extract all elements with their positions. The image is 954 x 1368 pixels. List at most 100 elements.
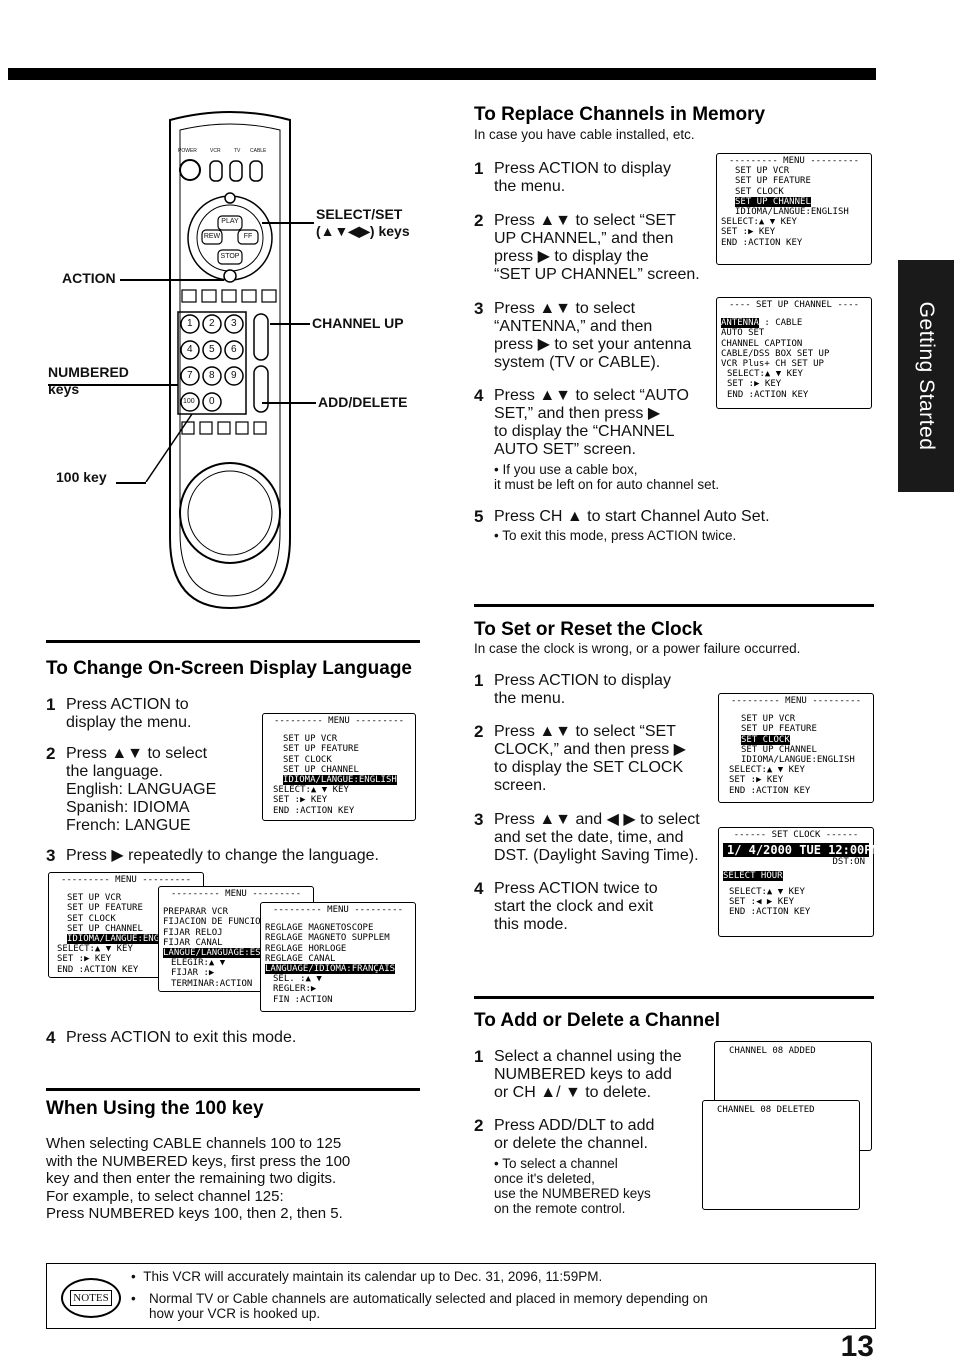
remote-top-key-vcr: VCR (210, 148, 221, 154)
screen-header: ---- SET UP CHANNEL ---- (728, 300, 860, 310)
menu-line-set-clock-selected: SET CLOCK (741, 734, 790, 745)
clock-line-set: SET :◀ ▶ KEY (729, 897, 795, 908)
clock-datetime: 1/ 4/2000 TUE 12:00PM (723, 843, 879, 858)
clock-dst: DST:ON (832, 857, 865, 868)
screen-header: --------- MENU --------- (170, 889, 302, 899)
setup-line-set: SET :▶ KEY (727, 379, 782, 390)
section-tab-label: Getting Started (915, 301, 938, 451)
en-line-3: SET CLOCK (67, 913, 116, 924)
menu-line-setup-feature: SET UP FEATURE (283, 744, 359, 755)
key100-title: When Using the 100 key (46, 1098, 264, 1119)
clock-subtitle: In case the clock is wrong, or a power f… (474, 641, 801, 656)
remote-num-9: 9 (231, 370, 237, 381)
remote-num-3: 3 (231, 318, 237, 329)
notes-box: NOTES • This VCR will accurately maintai… (46, 1263, 876, 1329)
es-line-3: FIJAR RELOJ (163, 927, 223, 938)
section-tab: Getting Started (898, 260, 954, 492)
menu-line-set: SET :▶ KEY (729, 775, 784, 786)
menu-line-select: SELECT:▲ ▼ KEY (273, 785, 349, 796)
menu-line-setup-vcr: SET UP VCR (283, 734, 338, 745)
callout-numbered-line (48, 384, 178, 386)
menu-line-end: END :ACTION KEY (273, 805, 355, 816)
replace-title: To Replace Channels in Memory (474, 104, 766, 125)
notes-bullet-1: • This VCR will accurately maintain its … (131, 1269, 603, 1284)
notes-badge-label: NOTES (70, 1290, 112, 1306)
replace-step-4-text: Press ▲▼ to select “AUTO SET,” and then … (494, 387, 689, 458)
es-line-2: FIJACION DE FUNCION (163, 917, 266, 928)
menu-line-setup-channel-selected: SET UP CHANNEL (735, 196, 811, 207)
fr-line-select: SEL. :▲ ▼ (273, 974, 322, 985)
setup-line-end: END :ACTION KEY (727, 389, 809, 400)
menu-line-setup-feature: SET UP FEATURE (741, 724, 817, 735)
remote-num-4: 4 (187, 344, 193, 355)
menu-line-set: SET :▶ KEY (721, 227, 776, 238)
remote-num-2: 2 (209, 318, 215, 329)
remote-num-8: 8 (209, 370, 215, 381)
add-delete-step-2-note: • To select a channel once it's deleted,… (494, 1156, 651, 1216)
callout-100-key: 100 key (56, 469, 107, 485)
menu-line-setup-feature: SET UP FEATURE (735, 176, 811, 187)
top-rule (8, 68, 876, 80)
menu-line-setup-channel: SET UP CHANNEL (283, 764, 359, 775)
menu-line-language: IDIOMA/LANGUE:ENGLISH (735, 207, 849, 218)
channel-added-text: CHANNEL 08 ADDED (729, 1046, 816, 1056)
remote-control-drawing (169, 111, 291, 610)
screen-header: --------- MENU --------- (730, 696, 862, 706)
clock-step-2-text: Press ▲▼ to select “SET CLOCK,” and then… (494, 723, 686, 794)
en-line-end: END :ACTION KEY (57, 964, 139, 975)
clock-menu-screen: --------- MENU --------- SET UP VCR SET … (718, 693, 874, 803)
clock-step-4-text: Press ACTION twice to start the clock an… (494, 880, 658, 933)
remote-num-0: 0 (209, 396, 215, 407)
es-line-1: PREPARAR VCR (163, 907, 229, 918)
set-clock-screen: ------ SET CLOCK ------ 1/ 4/2000 TUE 12… (718, 827, 879, 937)
replace-step-5-text: Press CH ▲ to start Channel Auto Set. (494, 508, 770, 525)
es-line-select: ELEGIR:▲ ▼ (171, 958, 226, 969)
menu-line-set-clock: SET CLOCK (735, 186, 784, 197)
add-delete-rule (474, 996, 874, 999)
remote-num-6: 6 (231, 344, 237, 355)
replace-subtitle: In case you have cable installed, etc. (474, 127, 695, 142)
replace-menu-screen: --------- MENU --------- SET UP VCR SET … (716, 153, 872, 265)
callout-numbered: NUMBERED keys (48, 364, 129, 397)
remote-num-7: 7 (187, 370, 193, 381)
menu-line-language-selected: IDIOMA/LANGUE:ENGLISH (283, 775, 397, 786)
es-line-language-selected: LANGUE/LANGUAGE:ESPAÑOL (163, 948, 288, 959)
en-line-set: SET :▶ KEY (57, 954, 112, 965)
fr-line-end: FIN :ACTION (273, 994, 333, 1005)
callout-100-key-diagonal (145, 413, 193, 482)
screen-header: ------ SET CLOCK ------ (733, 830, 859, 840)
es-line-end: TERMINAR:ACTION (171, 978, 253, 989)
menu-line-setup-channel: SET UP CHANNEL (741, 744, 817, 755)
screen-header: --------- MENU --------- (272, 905, 404, 915)
setup-line-cable-box: CABLE/DSS BOX SET UP (721, 348, 830, 359)
remote-num-1: 1 (187, 318, 193, 329)
page-number: 13 (840, 1330, 874, 1363)
remote-top-key-tv: TV (234, 148, 241, 154)
en-line-4: SET UP CHANNEL (67, 923, 143, 934)
menu-line-select: SELECT:▲ ▼ KEY (729, 765, 805, 776)
language-screen-french: --------- MENU --------- REGLAGE MAGNETO… (260, 902, 416, 1012)
remote-key-rew: REW (203, 233, 221, 240)
screen-header: --------- MENU --------- (60, 875, 192, 885)
language-step-3-text: Press ▶ repeatedly to change the languag… (66, 847, 379, 864)
setup-line-select: SELECT:▲ ▼ KEY (727, 369, 803, 380)
callout-add-delete: ADD/DELETE (318, 394, 408, 410)
replace-step-1-text: Press ACTION to display the menu. (494, 160, 671, 195)
clock-title: To Set or Reset the Clock (474, 619, 703, 640)
fr-line-3: REGLAGE HORLOGE (265, 943, 347, 954)
add-delete-title: To Add or Delete a Channel (474, 1010, 720, 1031)
language-rule (46, 640, 420, 643)
key100-rule (46, 1088, 420, 1091)
screen-header: --------- MENU --------- (273, 716, 405, 726)
remote-top-key-power: POWER (178, 148, 197, 154)
